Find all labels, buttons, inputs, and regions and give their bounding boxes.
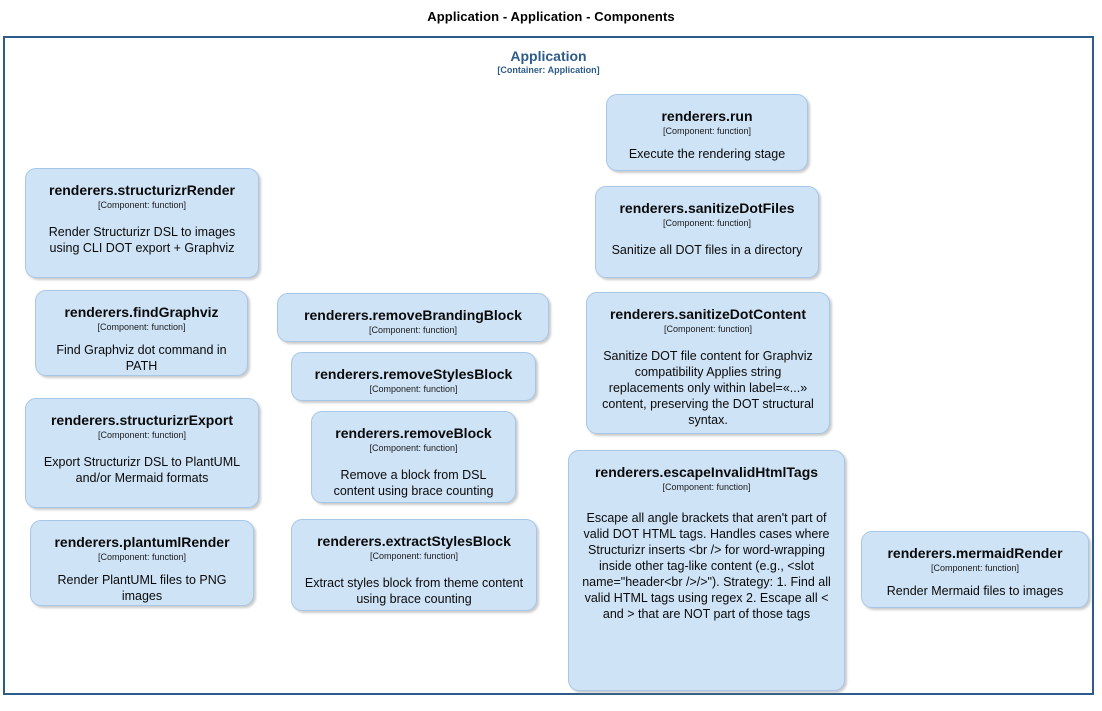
component-renderers-removeBrandingBlock[interactable]: renderers.removeBrandingBlock [Component… — [277, 293, 549, 342]
component-meta: [Component: function] — [369, 384, 458, 394]
component-meta: [Component: function] — [97, 552, 187, 562]
component-description: Extract styles block from theme content … — [304, 576, 524, 606]
component-name: renderers.plantumlRender — [54, 534, 230, 550]
component-name: renderers.sanitizeDotContent — [609, 306, 807, 322]
component-renderers-structurizrExport[interactable]: renderers.structurizrExport [Component: … — [25, 398, 259, 508]
component-name: renderers.structurizrRender — [49, 182, 235, 198]
boundary-name: Application — [510, 48, 587, 64]
component-name: renderers.sanitizeDotFiles — [619, 200, 795, 216]
component-description: Sanitize DOT file content for Graphviz c… — [602, 349, 814, 427]
component-description: Render Mermaid files to images — [886, 584, 1064, 598]
container-boundary-application: Application [Container: Application] ren… — [3, 36, 1094, 695]
component-renderers-findGraphviz[interactable]: renderers.findGraphviz [Component: funct… — [35, 290, 248, 376]
component-meta: [Component: function] — [663, 324, 753, 334]
component-renderers-run[interactable]: renderers.run [Component: function] Exec… — [606, 94, 808, 171]
component-name: renderers.extractStylesBlock — [317, 533, 511, 549]
component-description: Export Structurizr DSL to PlantUML and/o… — [43, 455, 241, 485]
component-renderers-mermaidRender[interactable]: renderers.mermaidRender [Component: func… — [861, 531, 1089, 608]
component-name: renderers.findGraphviz — [64, 304, 219, 320]
component-name: renderers.escapeInvalidHtmlTags — [594, 464, 819, 480]
component-meta: [Component: function] — [662, 218, 752, 228]
component-description: Render PlantUML files to PNG images — [57, 573, 227, 603]
component-name: renderers.run — [661, 108, 753, 124]
component-meta: [Component: function] — [930, 563, 1020, 573]
component-name: renderers.removeBrandingBlock — [304, 307, 522, 323]
component-meta: [Component: function] — [97, 430, 187, 440]
component-description: Execute the rendering stage — [628, 147, 786, 161]
component-meta: [Component: function] — [368, 325, 458, 335]
component-renderers-removeStylesBlock[interactable]: renderers.removeStylesBlock [Component: … — [291, 352, 536, 401]
boundary-header: Application [Container: Application] — [5, 48, 1092, 76]
component-name: renderers.structurizrExport — [50, 412, 234, 428]
component-renderers-sanitizeDotFiles[interactable]: renderers.sanitizeDotFiles [Component: f… — [595, 186, 819, 278]
component-meta: [Component: function] — [97, 200, 187, 210]
component-renderers-plantumlRender[interactable]: renderers.plantumlRender [Component: fun… — [30, 520, 254, 606]
page-title: Application - Application - Components — [427, 9, 675, 24]
component-meta: [Component: function] — [662, 126, 752, 136]
component-renderers-structurizrRender[interactable]: renderers.structurizrRender [Component: … — [25, 168, 259, 278]
component-description: Find Graphviz dot command in PATH — [56, 343, 227, 373]
component-description: Sanitize all DOT files in a directory — [611, 243, 803, 257]
component-name: renderers.mermaidRender — [887, 545, 1063, 561]
component-name: renderers.removeStylesBlock — [314, 366, 513, 382]
component-description: Remove a block from DSL content using br… — [333, 468, 494, 498]
component-name: renderers.removeBlock — [335, 425, 492, 441]
boundary-meta: [Container: Application] — [497, 65, 600, 75]
component-renderers-escapeInvalidHtmlTags[interactable]: renderers.escapeInvalidHtmlTags [Compone… — [568, 450, 845, 691]
component-renderers-sanitizeDotContent[interactable]: renderers.sanitizeDotContent [Component:… — [586, 292, 830, 434]
component-description: Escape all angle brackets that aren't pa… — [582, 511, 831, 621]
component-meta: [Component: function] — [369, 551, 459, 561]
component-renderers-extractStylesBlock[interactable]: renderers.extractStylesBlock [Component:… — [291, 519, 537, 611]
component-description: Render Structurizr DSL to images using C… — [48, 225, 236, 255]
component-meta: [Component: function] — [369, 443, 458, 453]
component-meta: [Component: function] — [662, 482, 751, 492]
component-meta: [Component: function] — [97, 322, 186, 332]
component-renderers-removeBlock[interactable]: renderers.removeBlock [Component: functi… — [311, 411, 516, 503]
